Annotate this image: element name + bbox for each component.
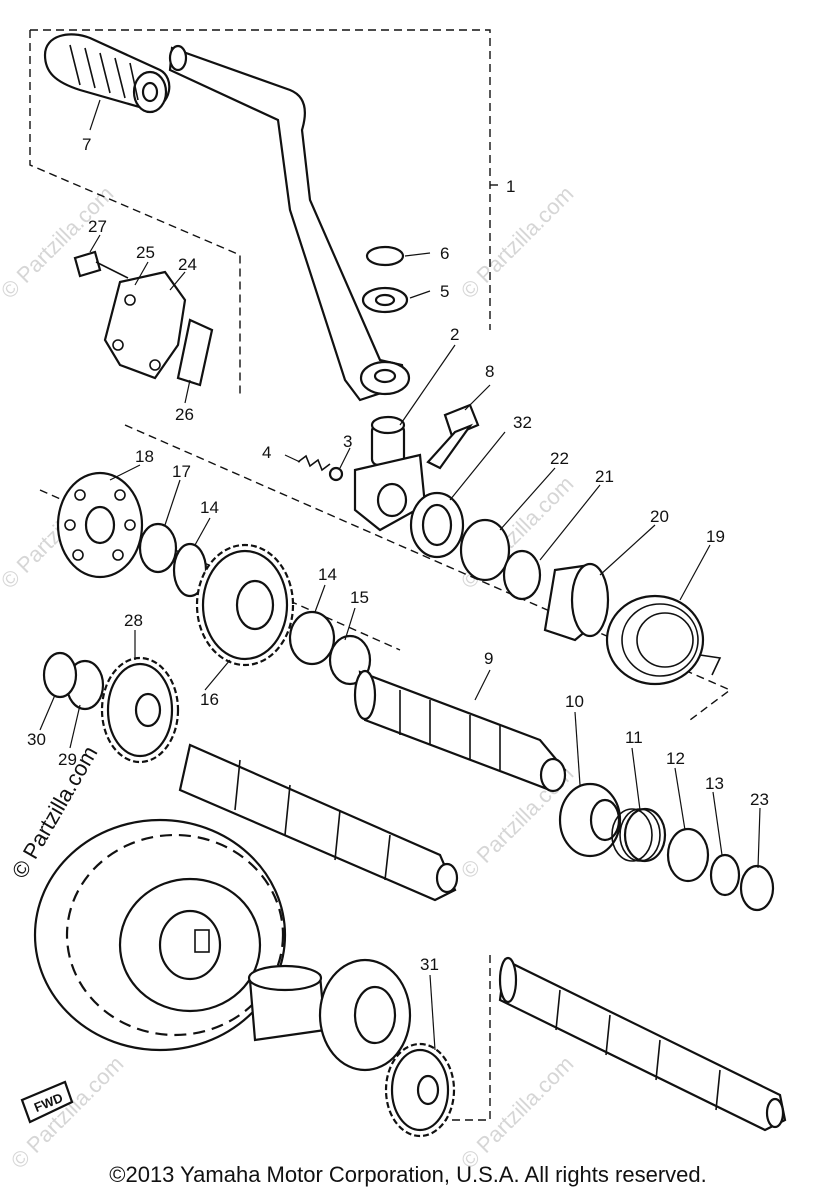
drive-shaft — [498, 956, 787, 1132]
label-23: 23 — [750, 790, 769, 809]
bushing — [247, 964, 327, 1042]
label-6: 6 — [440, 244, 449, 263]
part-4-spring — [297, 454, 331, 472]
label-5: 5 — [440, 282, 449, 301]
label-19: 19 — [706, 527, 725, 546]
label-11: 11 — [625, 728, 643, 747]
part-2-kick-boss — [353, 415, 427, 532]
label-9: 9 — [484, 649, 493, 668]
part-9-kick-shaft — [353, 669, 567, 793]
part-16-gear — [195, 543, 295, 667]
label-25: 25 — [136, 243, 155, 262]
part-14-washer — [288, 610, 336, 666]
watermark: © Partzilla.com — [0, 181, 118, 304]
clutch-housing — [33, 818, 287, 1052]
label-29: 29 — [58, 750, 77, 769]
label-28: 28 — [124, 611, 143, 630]
label-20: 20 — [650, 507, 669, 526]
main-axle — [178, 743, 459, 902]
part-19-torsion-spring — [605, 594, 722, 686]
fwd-badge: FWD — [20, 1080, 74, 1124]
part-13-clip — [709, 853, 741, 897]
watermark: © Partzilla.com — [456, 181, 579, 304]
label-30: 30 — [27, 730, 46, 749]
label-21: 21 — [595, 467, 614, 486]
label-27: 27 — [88, 217, 107, 236]
kick-lever-assembly — [43, 33, 411, 402]
label-18: 18 — [135, 447, 154, 466]
part-31-gear-assembly — [318, 958, 456, 1138]
part-20-spring-guide — [543, 562, 610, 642]
label-32: 32 — [513, 413, 532, 432]
part-22-washer — [459, 518, 511, 582]
label-7: 7 — [82, 135, 91, 154]
part-30-clip — [42, 651, 78, 699]
label-24: 24 — [178, 255, 197, 274]
part-18-plate — [56, 471, 144, 579]
label-12: 12 — [666, 749, 685, 768]
part-12-washer — [666, 827, 710, 883]
part-28-gear — [100, 656, 180, 764]
label-31: 31 — [420, 955, 439, 974]
label-4: 4 — [262, 443, 271, 462]
label-3: 3 — [343, 432, 352, 451]
watermark: © Partzilla.com — [6, 1051, 129, 1174]
label-13: 13 — [705, 774, 724, 793]
label-22: 22 — [550, 449, 569, 468]
stopper-plate-assembly — [73, 250, 214, 387]
leader-lines — [39, 99, 761, 1051]
part-17-clip — [138, 522, 178, 574]
label-14a: 14 — [200, 498, 219, 517]
label-10: 10 — [565, 692, 584, 711]
part-8-bolt — [426, 403, 480, 470]
watermark: © Partzilla.com — [456, 1051, 579, 1174]
label-1: 1 — [506, 177, 515, 196]
part-3-ball — [328, 466, 344, 482]
part-number-labels: 1 2 3 4 5 6 7 8 9 10 11 12 13 14 14 15 1… — [27, 135, 769, 974]
part-23-washer — [739, 864, 775, 912]
part-21-clip — [502, 549, 542, 601]
label-15: 15 — [350, 588, 369, 607]
part-11-spring — [611, 807, 667, 863]
label-17: 17 — [172, 462, 191, 481]
part-6-circlip — [365, 245, 405, 267]
copyright-notice: ©2013 Yamaha Motor Corporation, U.S.A. A… — [109, 1162, 707, 1187]
label-14b: 14 — [318, 565, 337, 584]
label-16: 16 — [200, 690, 219, 709]
part-10-ratchet — [558, 782, 622, 858]
label-26: 26 — [175, 405, 194, 424]
label-8: 8 — [485, 362, 494, 381]
label-2: 2 — [450, 325, 459, 344]
part-14-washer — [172, 542, 208, 598]
